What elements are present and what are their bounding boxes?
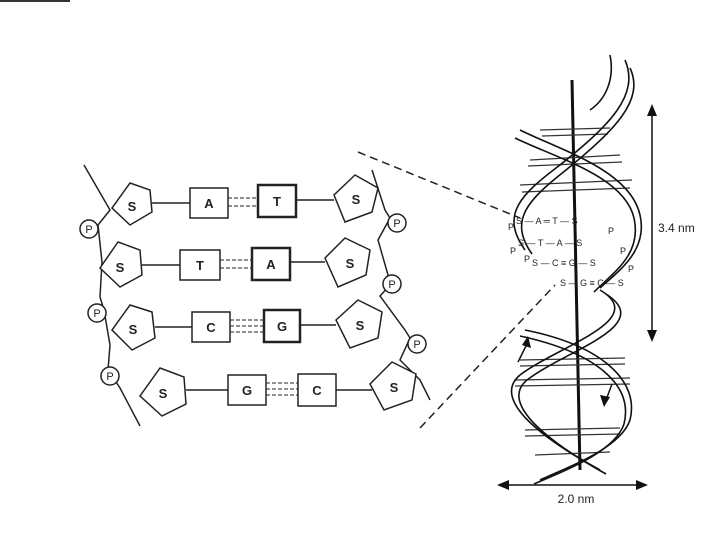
base-pair-row: S C G S	[111, 299, 383, 351]
inset-p: P	[620, 246, 626, 256]
pitch-dimension: 3.4 nm	[647, 104, 695, 342]
right-sugar-label: S	[352, 192, 361, 207]
inset-row: S — A ═ T — S	[516, 216, 578, 226]
base-pair-row: S G C S	[139, 361, 417, 417]
phosphate-label: P	[393, 218, 400, 230]
inset-row: S — T — A — S	[518, 238, 582, 248]
base-pair-row: S T A S	[99, 237, 371, 288]
phosphate-label: P	[93, 308, 100, 320]
left-sugar-label: S	[116, 260, 125, 275]
double-helix: S — A ═ T — S S — T — A — S S — C ≡ G — …	[497, 54, 695, 506]
phosphate-group: P	[387, 213, 407, 233]
left-sugar-label: S	[159, 386, 168, 401]
inset-p: P	[608, 226, 614, 236]
left-sugar	[139, 367, 187, 417]
right-sugar	[369, 361, 417, 411]
helix-strand-b	[514, 54, 643, 485]
strand-direction-arrow-up	[517, 336, 531, 363]
base-left-label: A	[204, 196, 214, 211]
base-right-label: G	[277, 319, 287, 334]
inset-p: P	[510, 246, 516, 256]
width-label: 2.0 nm	[558, 492, 595, 506]
right-sugar-label: S	[390, 380, 399, 395]
strand-direction-arrow-down	[600, 383, 613, 407]
helix-strand-a	[510, 59, 635, 475]
base-left-label: C	[206, 320, 216, 335]
inset-row: S — G ≡ C — S	[560, 278, 624, 288]
base-box-right	[250, 246, 292, 282]
base-right-label: A	[266, 257, 276, 272]
right-sugar	[335, 299, 383, 349]
base-box-left	[227, 374, 267, 406]
base-pair-row: S A T S	[111, 174, 379, 226]
right-sugar	[324, 237, 371, 288]
right-sugar	[333, 174, 379, 223]
phosphate-label: P	[388, 279, 395, 291]
zoom-connector-lines	[357, 151, 556, 429]
phosphate-group: P	[382, 274, 402, 294]
left-sugar	[99, 241, 143, 288]
base-left-label: T	[196, 258, 204, 273]
phosphate-group: P	[87, 303, 107, 323]
base-box-left	[191, 311, 231, 343]
inset-p: P	[628, 264, 634, 274]
base-right-label: C	[312, 383, 322, 398]
base-box-right	[297, 373, 337, 407]
phosphate-group: P	[100, 366, 120, 386]
base-left-label: G	[242, 383, 252, 398]
dna-ladder: S A T S S T A S S	[79, 164, 431, 427]
width-dimension: 2.0 nm	[497, 480, 648, 506]
phosphate-group: P	[79, 219, 99, 239]
left-sugar	[111, 304, 156, 351]
inset-row: S — C ≡ G — S	[532, 258, 596, 268]
phosphate-label: P	[85, 224, 92, 236]
left-sugar	[111, 182, 153, 226]
phosphate-label: P	[413, 339, 420, 351]
base-box-left	[179, 249, 221, 281]
base-box-left	[189, 187, 229, 219]
inset-p: P	[508, 222, 514, 232]
base-box-right	[262, 308, 302, 344]
right-sugar-label: S	[356, 318, 365, 333]
pitch-label: 3.4 nm	[658, 221, 695, 235]
phosphate-group: P	[407, 334, 427, 354]
helix-axis	[570, 79, 582, 471]
left-sugar-label: S	[128, 199, 137, 214]
helix-rungs	[514, 127, 633, 456]
inset-p: P	[524, 254, 530, 264]
base-box-right	[256, 183, 298, 219]
phosphate-label: P	[106, 371, 113, 383]
right-sugar-label: S	[346, 256, 355, 271]
helix-inset: S — A ═ T — S S — T — A — S S — C ≡ G — …	[508, 216, 634, 288]
left-sugar-label: S	[129, 322, 138, 337]
base-right-label: T	[273, 194, 281, 209]
